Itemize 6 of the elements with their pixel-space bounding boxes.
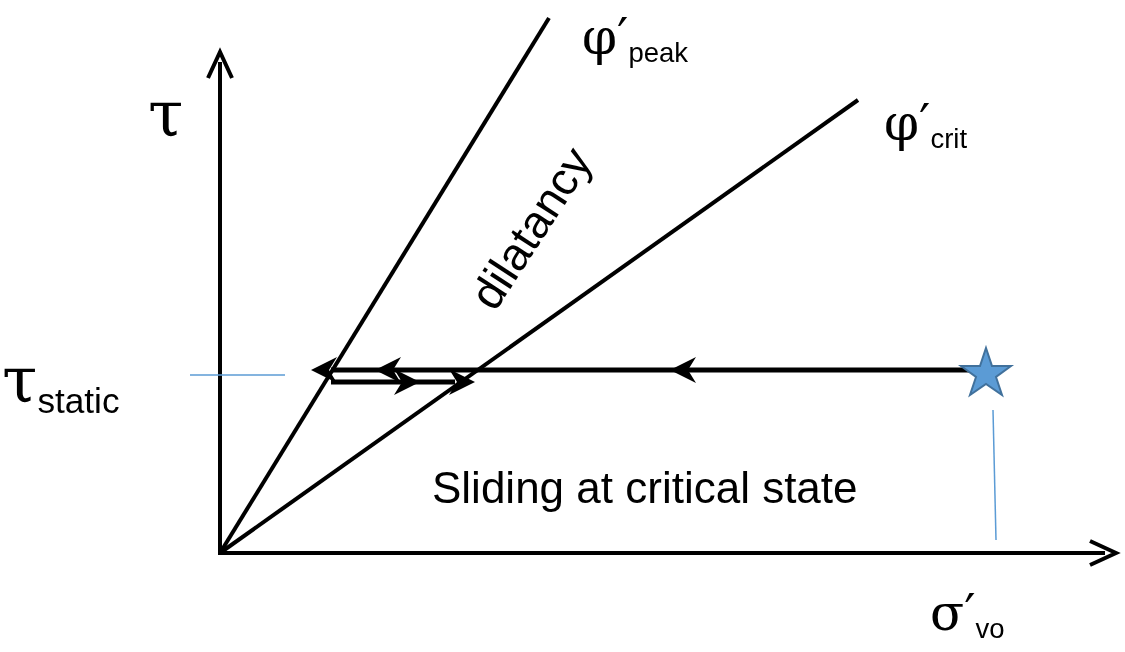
axis-label: τ$_{static}$ [2, 348, 120, 418]
region-label: Sliding at critical state [432, 466, 858, 510]
axis-label: σ′$_{vo}$ [930, 588, 1005, 643]
axis-label: τ [148, 82, 184, 146]
line-label: φ′$_{peak}$ [582, 12, 688, 67]
line-label: φ′$_{crit}$ [884, 98, 968, 153]
